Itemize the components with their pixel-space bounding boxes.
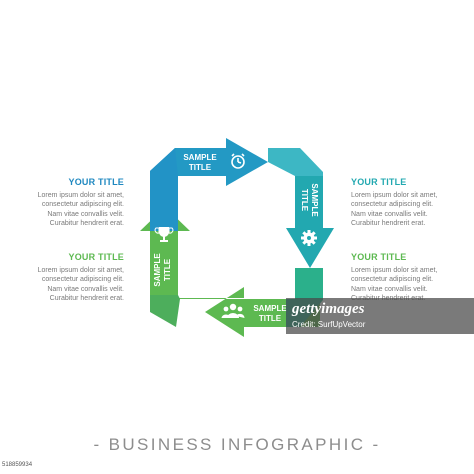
stock-id: 518859934	[2, 462, 33, 468]
top-arrow-line1: SAMPLE	[183, 153, 217, 162]
left-arrow-line2: TITLE	[163, 258, 172, 281]
cycle-arrow-top	[175, 138, 268, 186]
watermark-credit: Credit: SurfUpVector	[292, 320, 366, 329]
right-arrow-line2: TITLE	[300, 189, 309, 212]
watermark: gettyimages Credit: SurfUpVector	[286, 298, 474, 334]
left-title-2: YOUR TITLE	[68, 252, 124, 262]
right-arrow-line1: SAMPLE	[310, 183, 319, 217]
gear-icon	[301, 230, 317, 246]
bottom-arrow-line2: TITLE	[259, 314, 282, 323]
right-title-1: YOUR TITLE	[351, 177, 407, 187]
alarm-clock-icon	[231, 153, 245, 169]
right-title-2: YOUR TITLE	[351, 252, 407, 262]
left-title-1: YOUR TITLE	[68, 177, 124, 187]
right-body-1: Lorem ipsum dolor sit amet, consectetur …	[351, 192, 438, 228]
left-body-2: Lorem ipsum dolor sit amet, consectetur …	[37, 267, 124, 303]
left-arrow-line1: SAMPLE	[153, 253, 162, 287]
left-text-block-2: YOUR TITLE Lorem ipsum dolor sit amet, c…	[0, 252, 124, 304]
left-text-block-1: YOUR TITLE Lorem ipsum dolor sit amet, c…	[0, 177, 124, 229]
footer-title: - BUSINESS INFOGRAPHIC -	[93, 435, 381, 454]
cycle-arrow-right	[286, 176, 334, 268]
trophy-icon	[154, 227, 174, 242]
bottom-arrow-line1: SAMPLE	[253, 304, 287, 313]
cycle-corner-top-right	[268, 148, 323, 176]
cycle-arrow-bottom	[150, 287, 320, 337]
team-icon	[221, 303, 245, 318]
cycle-corner-bottom-left	[150, 295, 180, 327]
watermark-logo: gettyimages	[292, 301, 365, 317]
left-body-1: Lorem ipsum dolor sit amet, consectetur …	[37, 192, 124, 228]
top-arrow-line2: TITLE	[189, 163, 212, 172]
cycle-arrow-left-upper	[150, 148, 178, 231]
right-text-block-1: YOUR TITLE Lorem ipsum dolor sit amet, c…	[351, 177, 474, 229]
